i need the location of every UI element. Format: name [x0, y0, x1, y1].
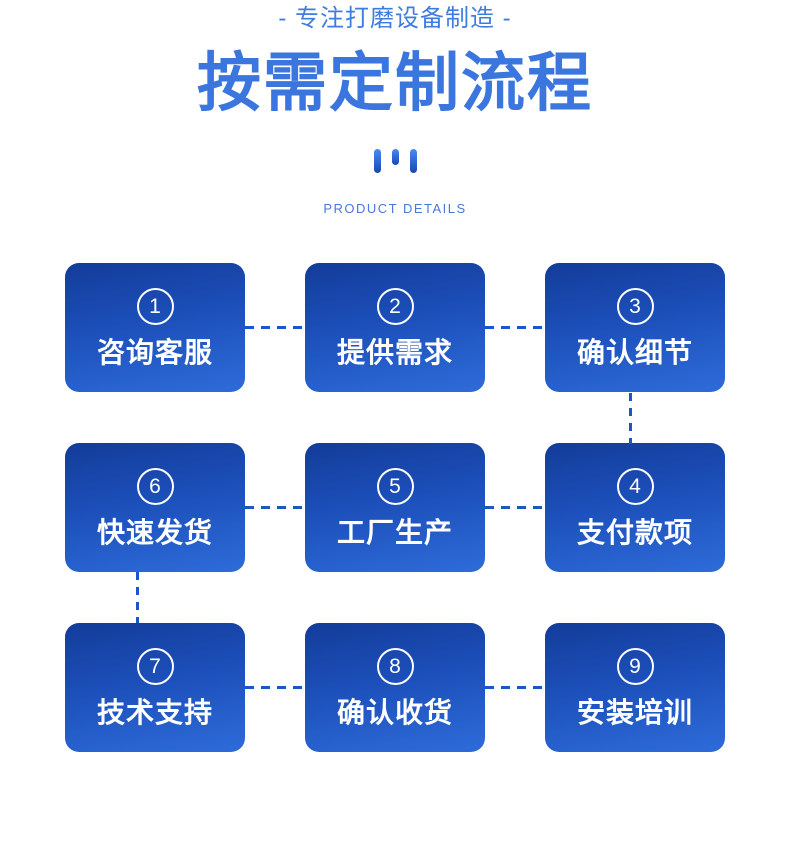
page-header: - 专注打磨设备制造 - 按需定制流程 PRODUCT DETAILS [0, 5, 790, 216]
step-card-3: 3 确认细节 [545, 263, 725, 392]
step-card-5: 5 工厂生产 [305, 443, 485, 572]
step-label: 确认细节 [576, 336, 693, 368]
step-label: 咨询客服 [96, 336, 213, 368]
flow-diagram: 1 咨询客服 2 提供需求 3 确认细节 6 快速发货 5 工厂生产 4 支付款… [0, 254, 790, 760]
bar-icon-middle [391, 149, 399, 165]
step-number-badge: 8 [376, 647, 414, 685]
bar-icon-left [373, 149, 381, 173]
connector-dashed-1-2 [245, 326, 305, 329]
bar-icon-right [409, 149, 417, 173]
step-label: 快速发货 [96, 516, 213, 548]
step-number-badge: 5 [376, 467, 414, 505]
step-card-2: 2 提供需求 [305, 263, 485, 392]
page-title: 按需定制流程 [197, 47, 593, 119]
step-card-9: 9 安装培训 [545, 623, 725, 752]
step-number-badge: 4 [616, 467, 654, 505]
vertical-bars-icon [0, 149, 790, 173]
connector-dashed-8-9 [485, 686, 545, 689]
subtitle: PRODUCT DETAILS [323, 201, 467, 216]
connector-dashed-5-6 [245, 506, 305, 509]
tagline: - 专注打磨设备制造 - [278, 5, 512, 32]
connector-dashed-6-7 [136, 572, 139, 623]
step-card-4: 4 支付款项 [545, 443, 725, 572]
step-label: 确认收货 [336, 696, 453, 728]
step-number-badge: 7 [136, 647, 174, 685]
step-number-badge: 1 [136, 287, 174, 325]
connector-dashed-4-5 [485, 506, 545, 509]
step-label: 提供需求 [336, 336, 453, 368]
step-number-badge: 9 [616, 647, 654, 685]
step-number-badge: 6 [136, 467, 174, 505]
step-card-8: 8 确认收货 [305, 623, 485, 752]
step-label: 支付款项 [576, 516, 693, 548]
step-card-7: 7 技术支持 [65, 623, 245, 752]
step-label: 安装培训 [576, 696, 693, 728]
connector-dashed-2-3 [485, 326, 545, 329]
step-card-6: 6 快速发货 [65, 443, 245, 572]
step-label: 技术支持 [96, 696, 213, 728]
connector-dashed-7-8 [245, 686, 305, 689]
connector-dashed-3-4 [629, 393, 632, 444]
step-label: 工厂生产 [336, 516, 453, 548]
step-number-badge: 2 [376, 287, 414, 325]
step-card-1: 1 咨询客服 [65, 263, 245, 392]
step-number-badge: 3 [616, 287, 654, 325]
